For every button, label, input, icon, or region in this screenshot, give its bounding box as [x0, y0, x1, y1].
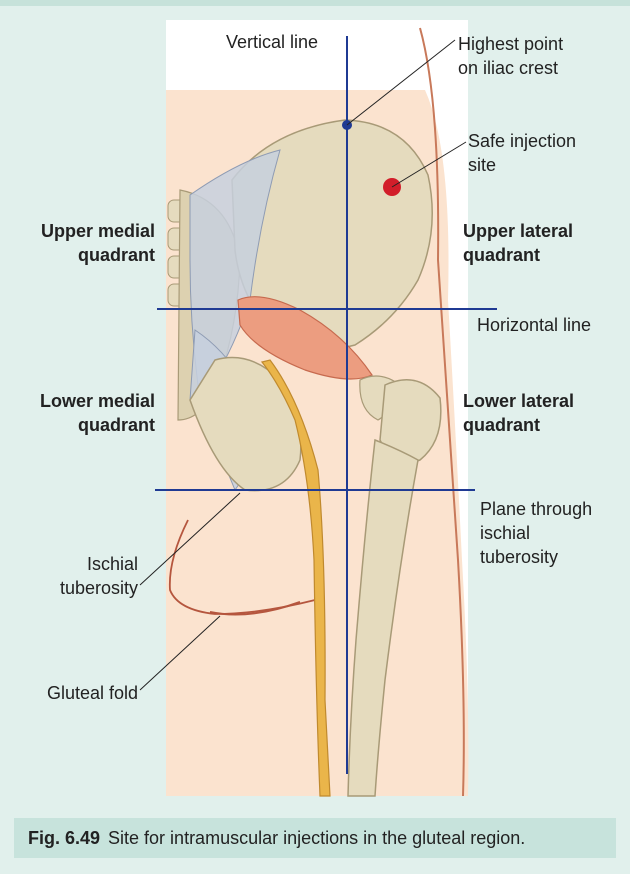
ischium	[189, 356, 302, 492]
figure-number: Fig. 6.49	[28, 828, 101, 848]
label-ischial-tuberosity: Ischial tuberosity	[59, 554, 138, 598]
figure-caption-bar: Fig. 6.49 Site for intramuscular injectio…	[14, 818, 616, 858]
label-plane-through-ischial-tuberosity: Plane through ischial tuberosity	[480, 499, 593, 567]
leader-safe-site	[391, 141, 467, 188]
leader-ischial	[139, 492, 241, 586]
figure-caption: Fig. 6.49 Site for intramuscular injectio…	[28, 828, 525, 849]
label-highest-point: Highest point on iliac crest	[458, 34, 564, 78]
figure-caption-text: Site for intramuscular injections in the…	[108, 828, 526, 848]
label-lower-lateral-quadrant: Lower lateral quadrant	[463, 391, 575, 435]
label-horizontal-line: Horizontal line	[477, 315, 592, 335]
leader-gluteal-fold	[139, 615, 221, 691]
label-safe-injection-site: Safe injection site	[468, 131, 577, 175]
body-outline	[419, 27, 465, 797]
label-lower-medial-quadrant: Lower medial quadrant	[39, 391, 155, 435]
top-border	[0, 0, 630, 6]
sciatic-nerve	[260, 359, 331, 797]
label-gluteal-fold: Gluteal fold	[46, 683, 138, 703]
leader-highest-point	[346, 39, 456, 126]
label-upper-lateral-quadrant: Upper lateral quadrant	[463, 221, 574, 265]
piriformis-muscle	[237, 296, 373, 380]
label-upper-medial-quadrant: Upper medial quadrant	[40, 221, 155, 265]
buttock-outline	[168, 519, 316, 615]
label-vertical-line: Vertical line	[226, 32, 319, 52]
femur-shaft	[347, 438, 419, 797]
gluteal-fold-line	[209, 601, 301, 616]
